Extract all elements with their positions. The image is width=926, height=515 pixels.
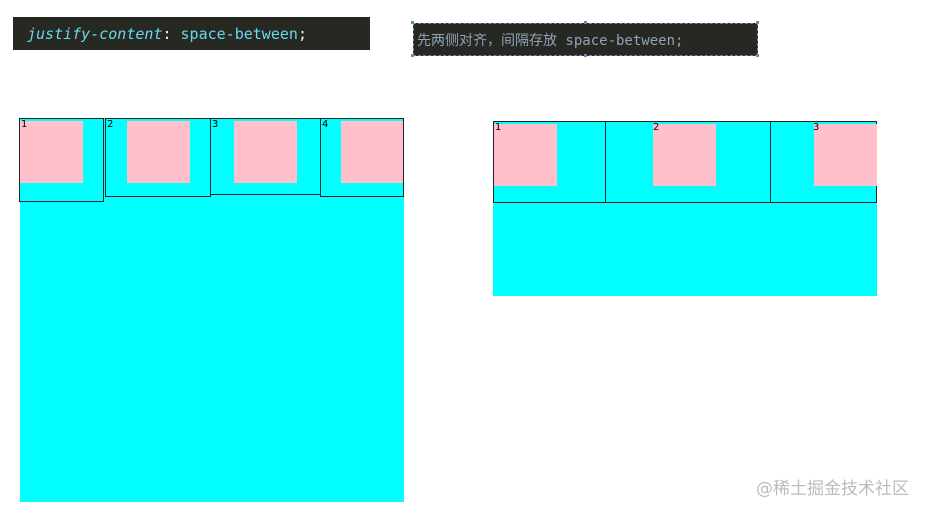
code-line: justify-content: space-between; xyxy=(13,17,370,50)
resize-handle-top-mid[interactable] xyxy=(584,21,587,24)
item-fill xyxy=(653,124,716,186)
flex-item-3: 3 xyxy=(770,121,877,203)
item-number: 2 xyxy=(653,122,660,133)
resize-handle-bottom-left[interactable] xyxy=(411,54,414,57)
item-number: 1 xyxy=(21,119,28,130)
item-number: 4 xyxy=(322,119,329,130)
flex-container-left: 1 2 3 4 xyxy=(19,118,404,502)
flex-item-4: 4 xyxy=(320,118,404,197)
item-number: 2 xyxy=(107,119,114,130)
resize-handle-top-right[interactable] xyxy=(756,21,759,24)
flex-item-1: 1 xyxy=(493,121,606,203)
flex-item-1: 1 xyxy=(19,118,104,202)
item-fill xyxy=(234,121,297,183)
item-number: 1 xyxy=(495,122,502,133)
comment-box[interactable]: 先两侧对齐，间隔存放 space-between; xyxy=(413,23,758,56)
comment-text: 先两侧对齐，间隔存放 space-between; xyxy=(417,32,684,49)
flex-container-right: 1 2 3 xyxy=(493,121,877,296)
code-colon: : xyxy=(162,24,172,43)
resize-handle-top-left[interactable] xyxy=(411,21,414,24)
flex-item-2: 2 xyxy=(605,121,771,203)
code-semicolon: ; xyxy=(297,24,307,43)
resize-handle-bottom-mid[interactable] xyxy=(584,54,587,57)
item-number: 3 xyxy=(813,122,820,133)
css-value: space-between xyxy=(180,24,298,43)
item-fill xyxy=(127,121,190,183)
item-fill xyxy=(494,124,557,186)
flex-item-3: 3 xyxy=(210,118,321,195)
flex-item-2: 2 xyxy=(105,118,211,197)
css-property: justify-content xyxy=(27,24,163,43)
watermark: @稀土掘金技术社区 xyxy=(756,479,909,499)
item-number: 3 xyxy=(212,119,219,130)
item-fill xyxy=(814,124,877,186)
item-fill xyxy=(341,121,403,183)
item-fill xyxy=(20,121,83,183)
resize-handle-bottom-right[interactable] xyxy=(756,54,759,57)
